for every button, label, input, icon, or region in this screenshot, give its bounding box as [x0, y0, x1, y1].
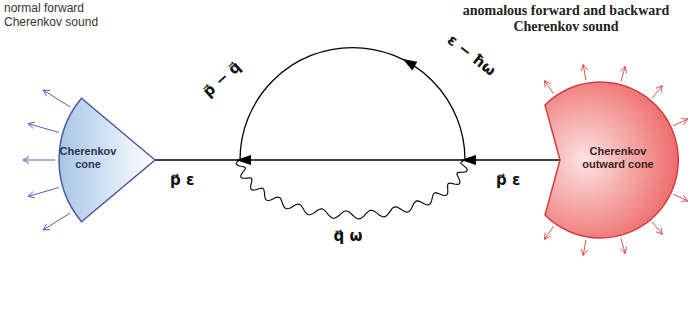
cherenkov-outward-cone: Cherenkov outward cone [518, 78, 682, 242]
sound-ray [620, 238, 626, 253]
energy-label: ε − ħω [443, 31, 499, 81]
heading: normal forward Cherenkov sound [4, 2, 116, 30]
particle-line [155, 159, 560, 161]
sound-ray [652, 86, 662, 98]
sound-ray [43, 213, 70, 230]
shape-label: Cherenkov outward cone [578, 145, 658, 171]
sound-ray [43, 90, 70, 107]
cherenkov-cone: Cherenkov cone [55, 94, 159, 226]
sound-ray [544, 81, 553, 94]
phonon-wave [236, 160, 467, 219]
arrowhead [236, 155, 251, 165]
sound-ray [673, 194, 688, 201]
sound-ray [673, 119, 688, 126]
sound-ray [620, 66, 626, 81]
heading: anomalous forward and backward Cherenkov… [438, 3, 694, 35]
sound-ray [581, 64, 587, 80]
arrowhead [403, 59, 418, 70]
sound-ray [652, 222, 662, 234]
momentum-label: p⃗ ε [496, 171, 520, 191]
sound-ray [28, 122, 59, 132]
cone-shape [55, 94, 159, 226]
particle-arc [240, 48, 465, 160]
phonon-label: q⃗ ω [334, 227, 363, 247]
arrowhead [461, 155, 476, 165]
sound-ray [23, 157, 55, 164]
sound-ray [544, 226, 553, 239]
momentum-label: p⃗ ε [170, 171, 194, 191]
sound-rays [23, 64, 688, 255]
shape-label: Cherenkov cone [55, 145, 121, 171]
momentum-label: p⃗ − q⃗ [199, 58, 245, 102]
sound-ray [28, 188, 59, 198]
sound-ray [581, 240, 587, 256]
